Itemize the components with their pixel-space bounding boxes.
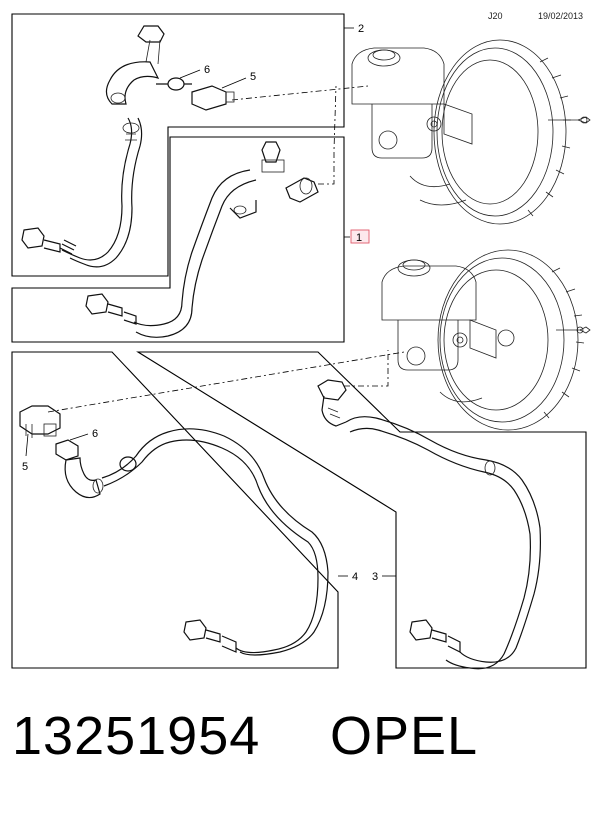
- footer: 13251954 OPEL: [0, 705, 600, 795]
- frame-2: [11, 13, 345, 277]
- diagram-date: 19/02/2013: [538, 11, 583, 21]
- hose-assembly-bottom-right: [317, 379, 541, 670]
- part-number: 13251954: [12, 706, 261, 766]
- hose-assembly-frame1: [85, 141, 319, 338]
- leader-frame3-fitting: [344, 350, 389, 387]
- hose-assembly-bottom-left: [19, 405, 329, 656]
- callout-frame-2: 2: [358, 23, 364, 35]
- leader-top-sensor: [231, 85, 369, 101]
- brand-name: OPEL: [330, 706, 479, 766]
- diagram-code: J20: [488, 11, 503, 21]
- frame-3: [136, 351, 587, 669]
- frame-1: [11, 136, 345, 343]
- callout-frame-1: 1: [356, 232, 362, 244]
- leader-bottom-sensor: [47, 351, 405, 413]
- callout-frame-3: 3: [372, 571, 378, 583]
- hose-assembly-top: [21, 25, 235, 268]
- frame-4: [11, 351, 339, 669]
- callout-frame-4: 4: [352, 571, 358, 583]
- brake-booster-top: [351, 39, 591, 225]
- leader-frame1-fitting: [318, 85, 337, 185]
- callout-clip-bottom: 6: [92, 428, 98, 440]
- callout-sensor-top: 5: [250, 71, 256, 83]
- callout-frame-1-box: [350, 229, 370, 244]
- callout-sensor-bottom: 5: [22, 461, 28, 473]
- callout-clip-top: 6: [204, 64, 210, 76]
- brake-booster-bottom: [381, 249, 591, 431]
